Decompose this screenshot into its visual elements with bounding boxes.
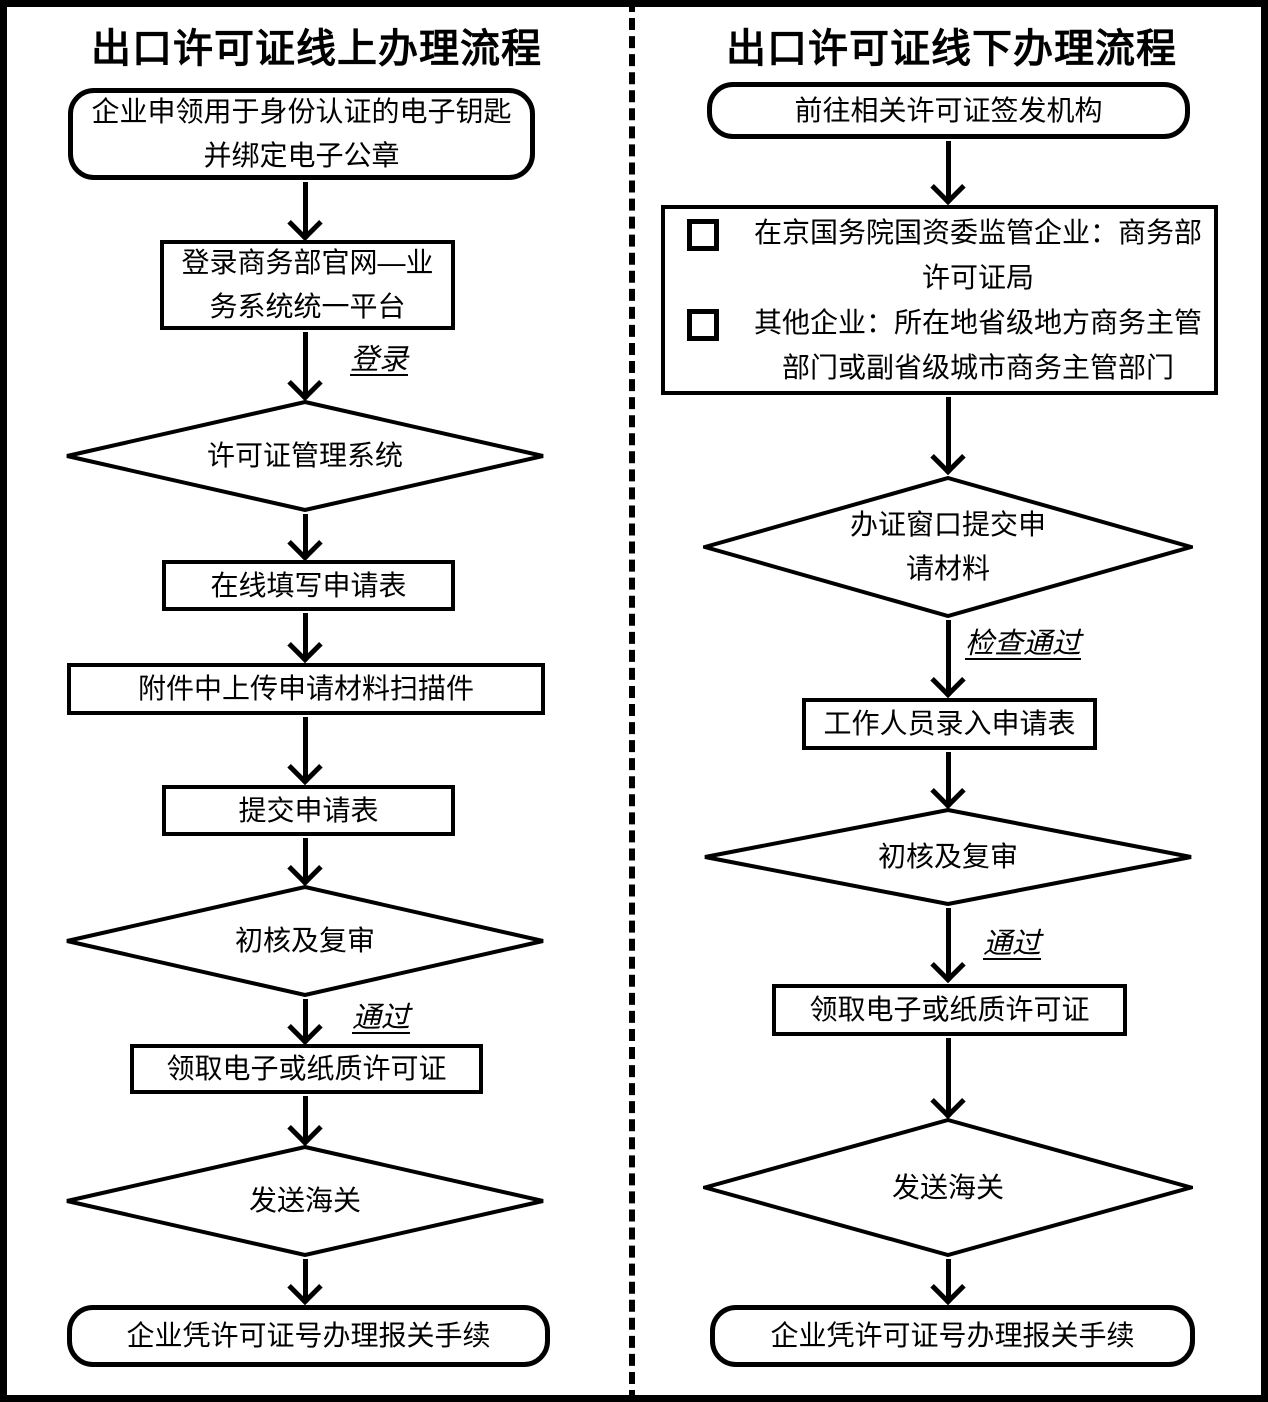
- diamond-shape: [703, 476, 1193, 618]
- flow-arrow: [930, 1259, 966, 1304]
- flow-arrow: [287, 999, 323, 1044]
- decision-license-system: 许可证管理系统: [65, 400, 545, 512]
- agency-option-text: 其他企业：所在地省级地方商务主管部门或副省级城市商务主管部门: [753, 307, 1202, 383]
- flow-arrow: [287, 717, 323, 784]
- node-receive-license: 领取电子或纸质许可证: [130, 1044, 483, 1094]
- edge-label-login: 登录: [350, 344, 409, 376]
- diamond-shape: [704, 808, 1192, 906]
- decision-initial-final-review-offline-label: 初核及复审: [877, 841, 1018, 872]
- agency-option-item: 在京国务院国资委监管企业：商务部许可证局: [687, 210, 1213, 300]
- flow-arrow: [287, 838, 323, 885]
- edge-label-pass: 通过: [352, 1002, 411, 1034]
- node-receive-license-offline: 领取电子或纸质许可证: [772, 984, 1127, 1036]
- node-staff-entry: 工作人员录入申请表: [802, 698, 1097, 750]
- decision-submit-at-window-text: 办证窗口提交申请材料: [849, 509, 1046, 584]
- node-login-platform: 登录商务部官网—业务系统统一平台: [160, 240, 455, 330]
- decision-submit-at-window-label: 办证窗口提交申请材料: [703, 476, 1193, 618]
- node-fill-form-online-label: 在线填写申请表: [210, 569, 407, 601]
- decision-send-to-customs: 发送海关: [65, 1145, 545, 1257]
- flow-arrow: [930, 141, 966, 204]
- decision-initial-final-review: 初核及复审: [65, 885, 545, 997]
- diamond-shape: [66, 1145, 544, 1257]
- node-submit-form: 提交申请表: [162, 785, 455, 836]
- flow-arrow: [930, 908, 966, 982]
- flow-arrow: [930, 397, 966, 474]
- flow-arrow: [287, 514, 323, 560]
- offline-flow-title: 出口许可证线下办理流程: [726, 27, 1177, 71]
- agency-option-text: 在京国务院国资委监管企业：商务部许可证局: [753, 217, 1202, 293]
- decision-initial-final-review-offline: 初核及复审: [703, 808, 1193, 906]
- square-bullet-icon: [687, 219, 719, 251]
- online-flow-title: 出口许可证线上办理流程: [91, 27, 542, 71]
- diamond-shape: [66, 885, 544, 997]
- node-customs-declaration-label: 企业凭许可证号办理报关手续: [126, 1320, 491, 1351]
- node-upload-attachments-label: 附件中上传申请材料扫描件: [137, 673, 474, 704]
- node-apply-digital-key-label: 企业申领用于身份认证的电子钥匙并绑定电子公章: [91, 96, 512, 171]
- node-customs-declaration-offline-label: 企业凭许可证号办理报关手续: [770, 1320, 1135, 1351]
- node-upload-attachments: 附件中上传申请材料扫描件: [67, 663, 545, 715]
- flow-arrow: [930, 620, 966, 697]
- flow-arrow: [287, 332, 323, 400]
- decision-license-system-label: 许可证管理系统: [206, 440, 403, 471]
- node-submit-form-label: 提交申请表: [238, 794, 379, 826]
- node-receive-license-label: 领取电子或纸质许可证: [166, 1053, 447, 1084]
- flow-arrow: [287, 1096, 323, 1145]
- node-login-platform-label: 登录商务部官网—业务系统统一平台: [181, 247, 434, 322]
- edge-label-pass-offline: 通过: [983, 928, 1042, 960]
- decision-send-to-customs-offline-label: 发送海关: [891, 1171, 1004, 1203]
- node-go-to-agency-label: 前往相关许可证签发机构: [794, 94, 1103, 126]
- node-fill-form-online: 在线填写申请表: [162, 560, 455, 611]
- diamond-shape: [703, 1118, 1193, 1257]
- node-agency-options: 在京国务院国资委监管企业：商务部许可证局 其他企业：所在地省级地方商务主管部门或…: [661, 205, 1218, 395]
- square-bullet-icon: [687, 309, 719, 341]
- decision-send-to-customs-offline: 发送海关: [703, 1118, 1193, 1257]
- node-staff-entry-label: 工作人员录入申请表: [823, 708, 1076, 739]
- decision-send-to-customs-label: 发送海关: [248, 1185, 361, 1216]
- flow-arrow: [287, 613, 323, 662]
- node-apply-digital-key: 企业申领用于身份认证的电子钥匙并绑定电子公章: [68, 88, 535, 180]
- node-customs-declaration-offline: 企业凭许可证号办理报关手续: [710, 1305, 1195, 1367]
- decision-initial-final-review-label: 初核及复审: [234, 925, 375, 956]
- edge-label-check-pass: 检查通过: [965, 628, 1082, 660]
- flow-arrow: [287, 1259, 323, 1304]
- node-customs-declaration: 企业凭许可证号办理报关手续: [67, 1305, 550, 1367]
- node-receive-license-offline-label: 领取电子或纸质许可证: [809, 994, 1090, 1025]
- flow-arrow: [287, 182, 323, 240]
- diamond-shape: [66, 400, 544, 512]
- agency-option-item: 其他企业：所在地省级地方商务主管部门或副省级城市商务主管部门: [687, 300, 1213, 390]
- dashed-divider: [629, 0, 635, 1402]
- decision-submit-at-window: 办证窗口提交申请材料: [703, 476, 1193, 618]
- flow-arrow: [930, 752, 966, 808]
- node-go-to-agency: 前往相关许可证签发机构: [707, 82, 1190, 139]
- flow-arrow: [930, 1038, 966, 1118]
